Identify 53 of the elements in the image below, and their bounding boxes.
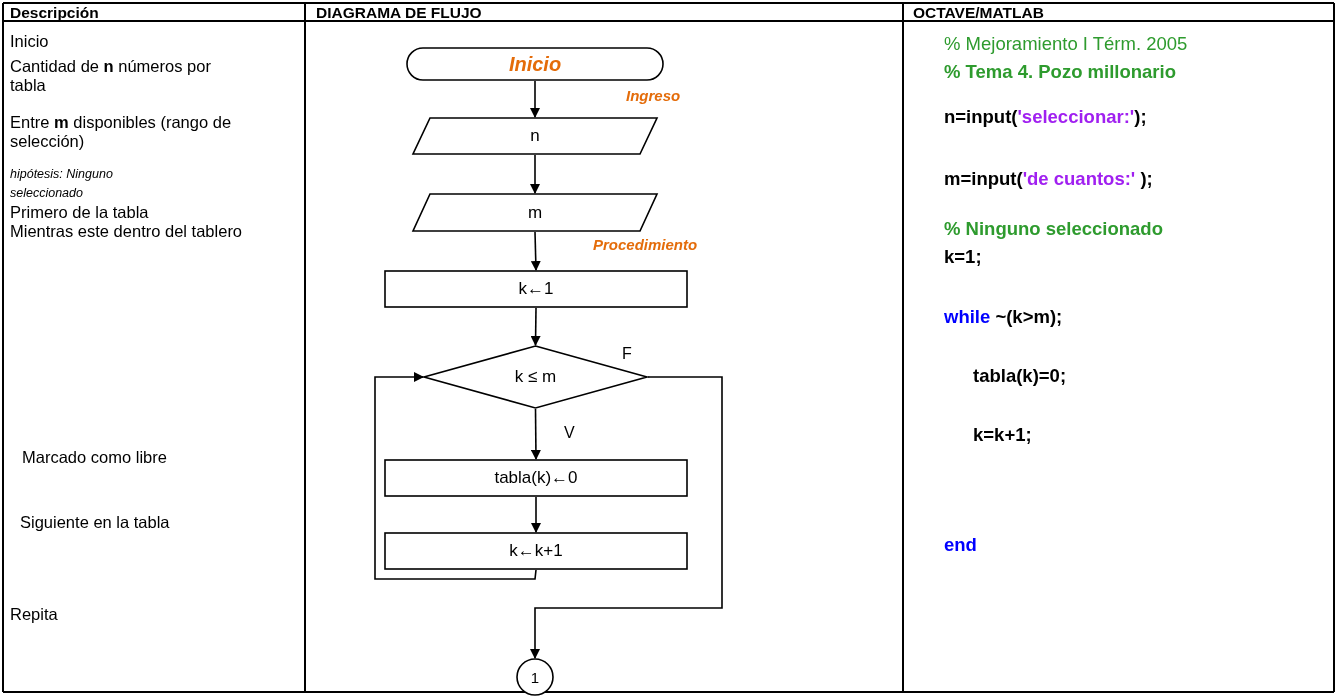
decision-diamond [423,345,648,409]
description-text: Primero de la tabla [10,203,149,222]
column-header: OCTAVE/MATLAB [913,4,1044,22]
description-text: Cantidad de n números por tabla [10,57,212,95]
description-text: Mientras este dentro del tablero [10,222,244,241]
comment-text: % Ninguno seleccionado [944,218,1163,240]
flow-arrow [531,496,541,533]
flow-arrow [530,376,723,659]
flow-arrow [530,154,540,194]
node-label: k←k+1 [509,541,563,561]
node-label: n [530,126,540,146]
input-parallelogram [412,117,658,155]
description-text: Repita [10,605,58,624]
hypothesis-note: hipótesis: Ninguno seleccionado [10,166,114,202]
input-parallelogram [412,193,658,232]
comment-text: % Mejoramiento I Térm. 2005 [944,33,1188,55]
string-literal: 'seleccionar:' [1017,106,1135,128]
section-label: Ingreso [626,87,681,104]
node-label: m [527,202,543,223]
flow-arrow [530,231,541,271]
process-box [384,459,688,497]
code-text: tabla(k)=0; [973,365,1067,387]
flow-arrow [530,408,541,460]
code-text: n=input( [944,106,1018,128]
description-text: Entre m disponibles (rango de selección) [10,113,233,151]
comment-text: % Tema 4. Pozo millonario [944,61,1176,83]
flow-arrow [374,372,537,580]
code-text: k=1; [944,246,982,268]
column-header: Descripción [10,4,99,22]
code-text: k=k+1; [973,424,1032,446]
description-text: Siguiente en la tabla [20,513,170,532]
process-box [384,532,688,570]
column-header: DIAGRAMA DE FLUJO [316,4,482,22]
connector-circle [516,658,554,696]
node-label: Inicio [508,52,562,76]
section-label: Procedimiento [593,236,698,253]
string-literal: 'de cuantos:' [1022,168,1136,190]
flow-arrow [530,307,541,346]
code-text: ); [1139,168,1153,190]
keyword: while [944,306,991,328]
connector-number: 1 [530,668,540,686]
description-text: Inicio [10,32,49,51]
description-text: Marcado como libre [22,448,167,467]
terminal-shape [406,47,664,81]
code-text: m=input( [944,168,1023,190]
node-label: k ≤ m [514,367,557,387]
code-text: ~(k>m); [994,306,1063,328]
flow-arrow [530,80,540,118]
node-label: k←1 [518,279,554,299]
keyword: end [944,534,977,556]
process-box [384,270,688,308]
node-label: tabla(k)←0 [494,468,578,488]
code-text: ); [1134,106,1147,128]
